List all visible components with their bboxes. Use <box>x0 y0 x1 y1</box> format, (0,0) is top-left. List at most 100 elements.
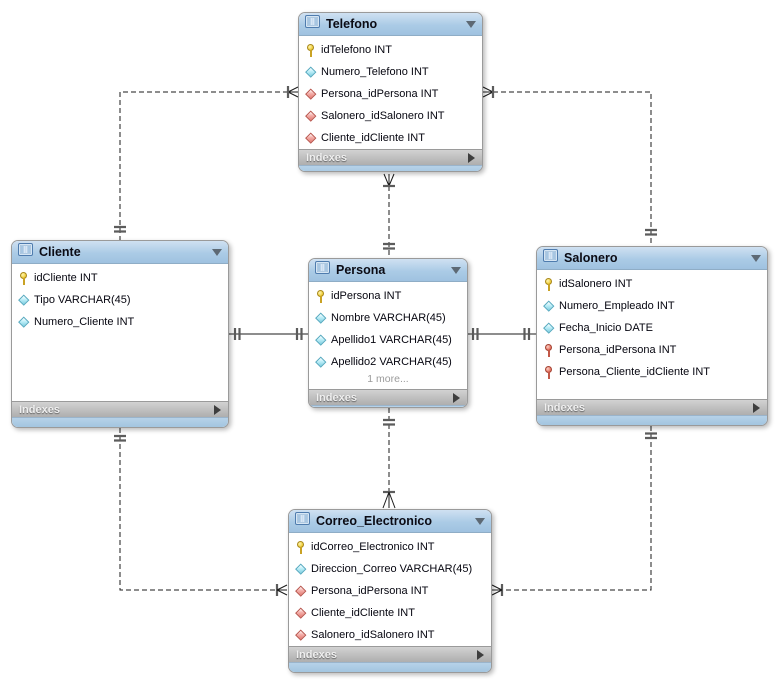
column-row[interactable]: Nombre VARCHAR(45) <box>309 307 467 329</box>
collapse-triangle-icon[interactable] <box>212 248 222 256</box>
collapse-triangle-icon[interactable] <box>751 254 761 262</box>
indexes-section[interactable]: Indexes <box>299 149 482 165</box>
table-columns: idCliente INT Tipo VARCHAR(45) Numero_Cl… <box>12 264 228 401</box>
table-correo-electronico[interactable]: Correo_Electronico idCorreo_Electronico … <box>288 509 492 673</box>
relationship-salonero-correo[interactable] <box>491 426 657 596</box>
indexes-label: Indexes <box>316 391 357 404</box>
relationship-persona-correo[interactable] <box>382 408 396 509</box>
table-telefono[interactable]: Telefono idTelefono INT Numero_Telefono … <box>298 12 483 172</box>
indexes-label: Indexes <box>544 401 585 414</box>
column-label: Salonero_idSalonero INT <box>311 629 435 641</box>
attribute-icon <box>315 356 326 369</box>
table-title: Persona <box>336 263 386 277</box>
column-row[interactable]: idPersona INT <box>309 285 467 307</box>
table-header[interactable]: Persona <box>309 259 467 282</box>
table-icon <box>18 243 33 261</box>
cardinality-one-icon <box>471 328 479 340</box>
column-row[interactable]: Apellido1 VARCHAR(45) <box>309 329 467 351</box>
column-row[interactable]: Cliente_idCliente INT <box>289 602 491 624</box>
cardinality-one-icon <box>383 242 395 250</box>
column-label: idCorreo_Electronico INT <box>311 541 435 553</box>
column-row[interactable]: Persona_idPersona INT <box>299 83 482 105</box>
indexes-section[interactable]: Indexes <box>12 401 228 417</box>
collapse-triangle-icon[interactable] <box>475 517 485 525</box>
column-label: Persona_idPersona INT <box>321 88 439 100</box>
column-row[interactable]: Persona_idPersona INT <box>537 339 767 361</box>
column-row[interactable]: Numero_Telefono INT <box>299 61 482 83</box>
column-row[interactable]: Persona_Cliente_idCliente INT <box>537 361 767 383</box>
attribute-icon <box>315 334 326 347</box>
relationship-cliente-persona[interactable] <box>229 328 308 340</box>
column-row[interactable]: idSalonero INT <box>537 273 767 295</box>
relationship-telefono-salonero[interactable] <box>482 86 657 246</box>
attribute-icon <box>18 294 29 307</box>
primary-foreign-key-icon <box>543 343 554 357</box>
expand-arrow-icon[interactable] <box>477 649 484 660</box>
expand-arrow-icon[interactable] <box>753 402 760 413</box>
column-row[interactable]: idCliente INT <box>12 267 228 289</box>
table-salonero[interactable]: Salonero idSalonero INT Numero_Empleado … <box>536 246 768 426</box>
table-bottom-strip <box>299 165 482 171</box>
collapse-triangle-icon[interactable] <box>466 20 476 28</box>
table-icon <box>315 261 330 279</box>
indexes-section[interactable]: Indexes <box>309 389 467 405</box>
primary-key-icon <box>295 540 306 554</box>
relationship-line[interactable] <box>119 428 277 591</box>
column-label: Persona_idPersona INT <box>559 344 677 356</box>
column-label: Apellido1 VARCHAR(45) <box>331 334 452 346</box>
attribute-icon <box>305 66 316 79</box>
column-row[interactable]: Salonero_idSalonero INT <box>289 624 491 646</box>
column-row[interactable]: Cliente_idCliente INT <box>299 127 482 149</box>
column-row[interactable]: idCorreo_Electronico INT <box>289 536 491 558</box>
relationship-line[interactable] <box>502 426 652 591</box>
expand-arrow-icon[interactable] <box>453 392 460 403</box>
column-label: Cliente_idCliente INT <box>321 132 425 144</box>
column-row[interactable]: Salonero_idSalonero INT <box>299 105 482 127</box>
column-row[interactable]: idTelefono INT <box>299 39 482 61</box>
relationship-line[interactable] <box>493 91 652 246</box>
cardinality-one-icon <box>645 228 657 236</box>
table-header[interactable]: Correo_Electronico <box>289 510 491 533</box>
column-row[interactable]: Apellido2 VARCHAR(45) <box>309 351 467 373</box>
foreign-key-icon <box>295 607 306 620</box>
attribute-icon <box>543 322 554 335</box>
expand-arrow-icon[interactable] <box>468 152 475 163</box>
column-label: Fecha_Inicio DATE <box>559 322 653 334</box>
table-header[interactable]: Salonero <box>537 247 767 270</box>
table-header[interactable]: Cliente <box>12 241 228 264</box>
column-row[interactable]: Numero_Empleado INT <box>537 295 767 317</box>
table-icon <box>543 249 558 267</box>
foreign-key-icon <box>305 132 316 145</box>
relationship-telefono-cliente[interactable] <box>114 86 299 240</box>
primary-key-icon <box>18 271 29 285</box>
column-row[interactable]: Numero_Cliente INT <box>12 311 228 333</box>
column-label: Persona_idPersona INT <box>311 585 429 597</box>
foreign-key-icon <box>295 629 306 642</box>
column-row[interactable]: Fecha_Inicio DATE <box>537 317 767 339</box>
table-title: Telefono <box>326 17 378 31</box>
table-header[interactable]: Telefono <box>299 13 482 36</box>
relationship-cliente-correo[interactable] <box>114 428 288 596</box>
table-cliente[interactable]: Cliente idCliente INT Tipo VARCHAR(45) N… <box>11 240 229 428</box>
indexes-section[interactable]: Indexes <box>537 399 767 415</box>
foreign-key-icon <box>305 110 316 123</box>
table-columns: idSalonero INT Numero_Empleado INT Fecha… <box>537 270 767 399</box>
indexes-section[interactable]: Indexes <box>289 646 491 662</box>
collapse-triangle-icon[interactable] <box>451 266 461 274</box>
column-row[interactable]: Direccion_Correo VARCHAR(45) <box>289 558 491 580</box>
more-columns-label[interactable]: 1 more... <box>367 373 409 385</box>
cardinality-one-icon <box>233 328 241 340</box>
column-row[interactable]: Persona_idPersona INT <box>289 580 491 602</box>
foreign-key-icon <box>295 585 306 598</box>
expand-arrow-icon[interactable] <box>214 404 221 415</box>
attribute-icon <box>295 563 306 576</box>
relationship-line[interactable] <box>119 91 288 240</box>
relationship-telefono-persona[interactable] <box>383 173 395 258</box>
column-row[interactable]: Tipo VARCHAR(45) <box>12 289 228 311</box>
relationship-persona-salonero[interactable] <box>468 328 536 340</box>
primary-key-icon <box>305 43 316 57</box>
table-persona[interactable]: Persona idPersona INT Nombre VARCHAR(45)… <box>308 258 468 408</box>
primary-key-icon <box>315 289 326 303</box>
crow-foot-many-icon <box>276 584 288 596</box>
